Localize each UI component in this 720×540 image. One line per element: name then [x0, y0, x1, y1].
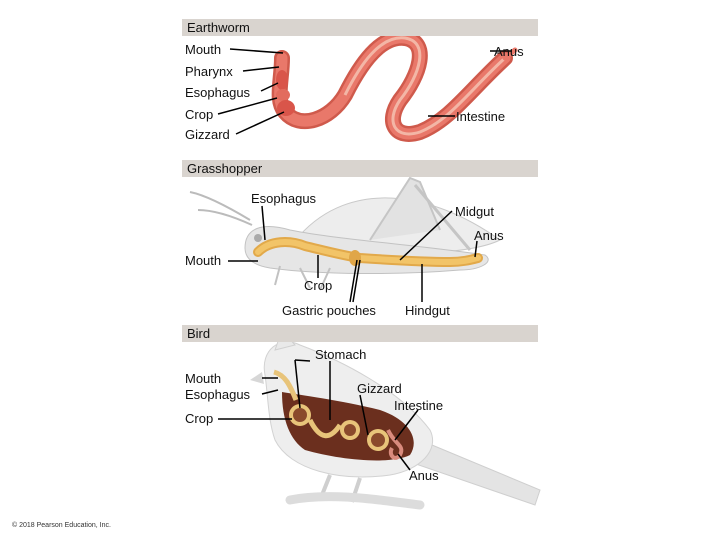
bird-mouth-label: Mouth: [185, 371, 222, 386]
earthworm-esophagus-label: Esophagus: [185, 85, 251, 100]
earthworm-mouth-label: Mouth: [185, 42, 222, 57]
leader-lines: [217, 48, 512, 471]
grasshopper-crop-label: Crop: [304, 278, 333, 293]
earthworm-anus-label: Anus: [494, 44, 524, 59]
bird-esophagus-label: Esophagus: [185, 387, 251, 402]
copyright-notice: © 2018 Pearson Education, Inc.: [12, 522, 111, 529]
bird-section-title: Bird: [182, 325, 538, 342]
earthworm-gizzard-label: Gizzard: [185, 127, 230, 142]
bird-anus-label: Anus: [409, 468, 439, 483]
grasshopper-section-title: Grasshopper: [182, 160, 538, 177]
earthworm-section-title: Earthworm: [182, 19, 538, 36]
grasshopper-gastric-pouches-label: Gastric pouches: [282, 303, 376, 318]
bird-illustration: [250, 329, 541, 510]
bird-crop-label: Crop: [185, 411, 214, 426]
grasshopper-midgut-label: Midgut: [455, 204, 495, 219]
grasshopper-anus-label: Anus: [474, 228, 504, 243]
earthworm-intestine-label: Intestine: [456, 109, 506, 124]
earthworm-crop-label: Crop: [185, 107, 214, 122]
grasshopper-esophagus-label: Esophagus: [251, 191, 317, 206]
grasshopper-hindgut-label: Hindgut: [405, 303, 450, 318]
grasshopper-mouth-label: Mouth: [185, 253, 222, 268]
earthworm-illustration: [271, 29, 518, 142]
bird-gizzard-label: Gizzard: [357, 381, 402, 396]
earthworm-pharynx-label: Pharynx: [185, 64, 233, 79]
bird-intestine-label: Intestine: [394, 398, 444, 413]
bird-stomach-label: Stomach: [315, 347, 367, 362]
grasshopper-illustration: [189, 176, 501, 291]
